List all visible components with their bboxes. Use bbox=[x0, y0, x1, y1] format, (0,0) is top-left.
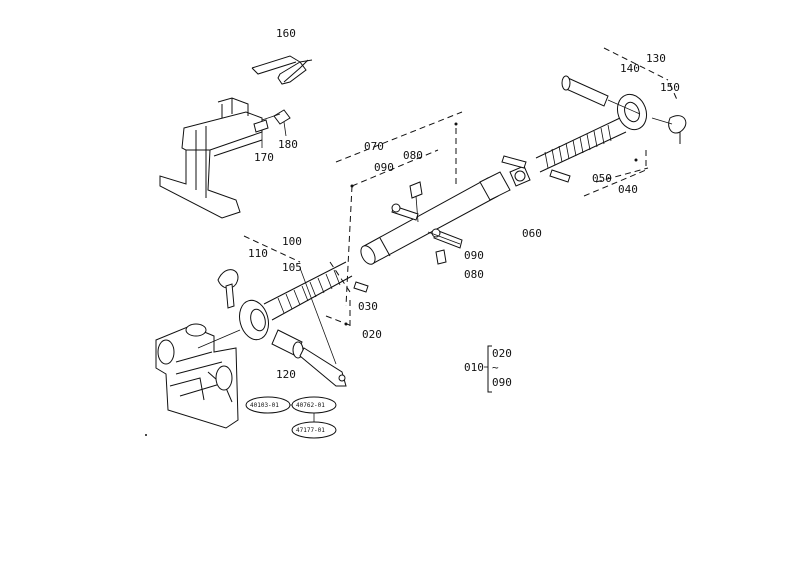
nut-080-lower bbox=[435, 249, 447, 265]
label-180: 180 bbox=[278, 138, 298, 151]
label-080-lower: 080 bbox=[464, 268, 484, 281]
right-end-assembly bbox=[501, 47, 687, 197]
label-010: 010 bbox=[464, 361, 484, 374]
pin-050 bbox=[549, 169, 571, 183]
ref-47177: 47177-01 bbox=[296, 427, 325, 434]
spacer-030 bbox=[353, 281, 369, 293]
label-150: 150 bbox=[660, 81, 680, 94]
label-105: 105 bbox=[282, 261, 302, 274]
label-010-tilde: ~ bbox=[492, 361, 499, 374]
label-080-top: 080 bbox=[403, 149, 423, 162]
tractor-mount-bracket bbox=[155, 323, 241, 429]
label-010-020: 020 bbox=[492, 347, 512, 360]
bracket-plate bbox=[159, 111, 263, 219]
spring-clip-160 bbox=[251, 55, 313, 85]
label-050: 050 bbox=[592, 172, 612, 185]
left-end-assembly bbox=[217, 235, 369, 387]
label-060: 060 bbox=[522, 227, 542, 240]
label-010-090: 090 bbox=[492, 376, 512, 389]
label-020: 020 bbox=[362, 328, 382, 341]
label-120: 120 bbox=[276, 368, 296, 381]
ref-40762: 40762-01 bbox=[296, 402, 325, 409]
lynch-pin-110 bbox=[217, 269, 239, 289]
label-040: 040 bbox=[618, 183, 638, 196]
pin-180 bbox=[273, 109, 291, 125]
label-130: 130 bbox=[646, 52, 666, 65]
bolt-170 bbox=[253, 119, 269, 133]
ref-40103: 40103-01 bbox=[250, 402, 279, 409]
bracket-assembly bbox=[159, 55, 313, 219]
label-090-lower: 090 bbox=[464, 249, 484, 262]
label-090-top: 090 bbox=[374, 161, 394, 174]
label-030: 030 bbox=[358, 300, 378, 313]
pin-140 bbox=[563, 77, 609, 107]
grease-fitting-top bbox=[409, 181, 423, 199]
label-170: 170 bbox=[254, 151, 274, 164]
center-tube-group bbox=[335, 111, 511, 307]
label-070: 070 bbox=[364, 140, 384, 153]
reference-callouts: 40103-01 40762-01 47177-01 bbox=[245, 396, 337, 439]
lynch-pin-150 bbox=[668, 115, 687, 134]
label-140: 140 bbox=[620, 62, 640, 75]
label-100: 100 bbox=[282, 235, 302, 248]
threaded-rod-left bbox=[263, 261, 353, 321]
label-110: 110 bbox=[248, 247, 268, 260]
label-160: 160 bbox=[276, 27, 296, 40]
threaded-rod-right bbox=[535, 117, 627, 173]
set-legend-010 bbox=[484, 345, 492, 393]
